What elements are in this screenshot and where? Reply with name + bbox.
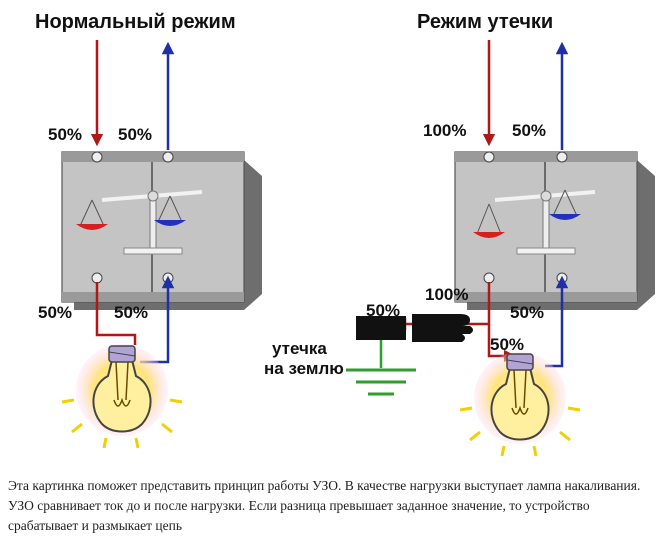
ground-icon bbox=[346, 368, 416, 396]
normal-bottom-right-percent: 50% bbox=[114, 303, 148, 322]
leak-to-ground-percent: 50% bbox=[366, 301, 400, 320]
hand-icon bbox=[356, 314, 473, 368]
normal-lamp bbox=[60, 342, 184, 450]
leak-rcd-device bbox=[453, 150, 656, 312]
leak-blue-pan bbox=[549, 214, 581, 220]
leak-label-line2: на землю bbox=[264, 359, 344, 378]
leak-label-line1: утечка bbox=[272, 339, 327, 358]
normal-mode-title: Нормальный режим bbox=[35, 11, 236, 33]
leak-lamp bbox=[458, 350, 582, 458]
leak-bottom-left-percent: 100% bbox=[425, 285, 468, 304]
leak-out-percent: 50% bbox=[512, 121, 546, 140]
normal-mode-panel: Нормальный режим 50% 50% 50% 50% bbox=[35, 11, 264, 450]
caption-text: Эта картинка поможет представить принцип… bbox=[8, 478, 641, 533]
leak-red-pan bbox=[473, 232, 505, 238]
normal-bottom-left-percent: 50% bbox=[38, 303, 72, 322]
normal-red-pan bbox=[76, 224, 108, 230]
normal-out-percent: 50% bbox=[118, 125, 152, 144]
normal-blue-pan bbox=[154, 220, 186, 226]
leak-mode-title: Режим утечки bbox=[417, 11, 553, 33]
leak-bottom-right-percent: 50% bbox=[510, 303, 544, 322]
leak-to-lamp-percent: 50% bbox=[490, 335, 524, 354]
normal-in-percent: 50% bbox=[48, 125, 82, 144]
normal-rcd-device bbox=[60, 150, 264, 312]
leak-in-percent: 100% bbox=[423, 121, 466, 140]
leak-mode-panel: Режим утечки 100% 50% 100% 50% 50% 50% bbox=[264, 11, 656, 458]
rcd-diagram: Нормальный режим 50% 50% 50% 50% bbox=[35, 11, 656, 458]
normal-phase-wire-to-lamp bbox=[95, 282, 137, 345]
